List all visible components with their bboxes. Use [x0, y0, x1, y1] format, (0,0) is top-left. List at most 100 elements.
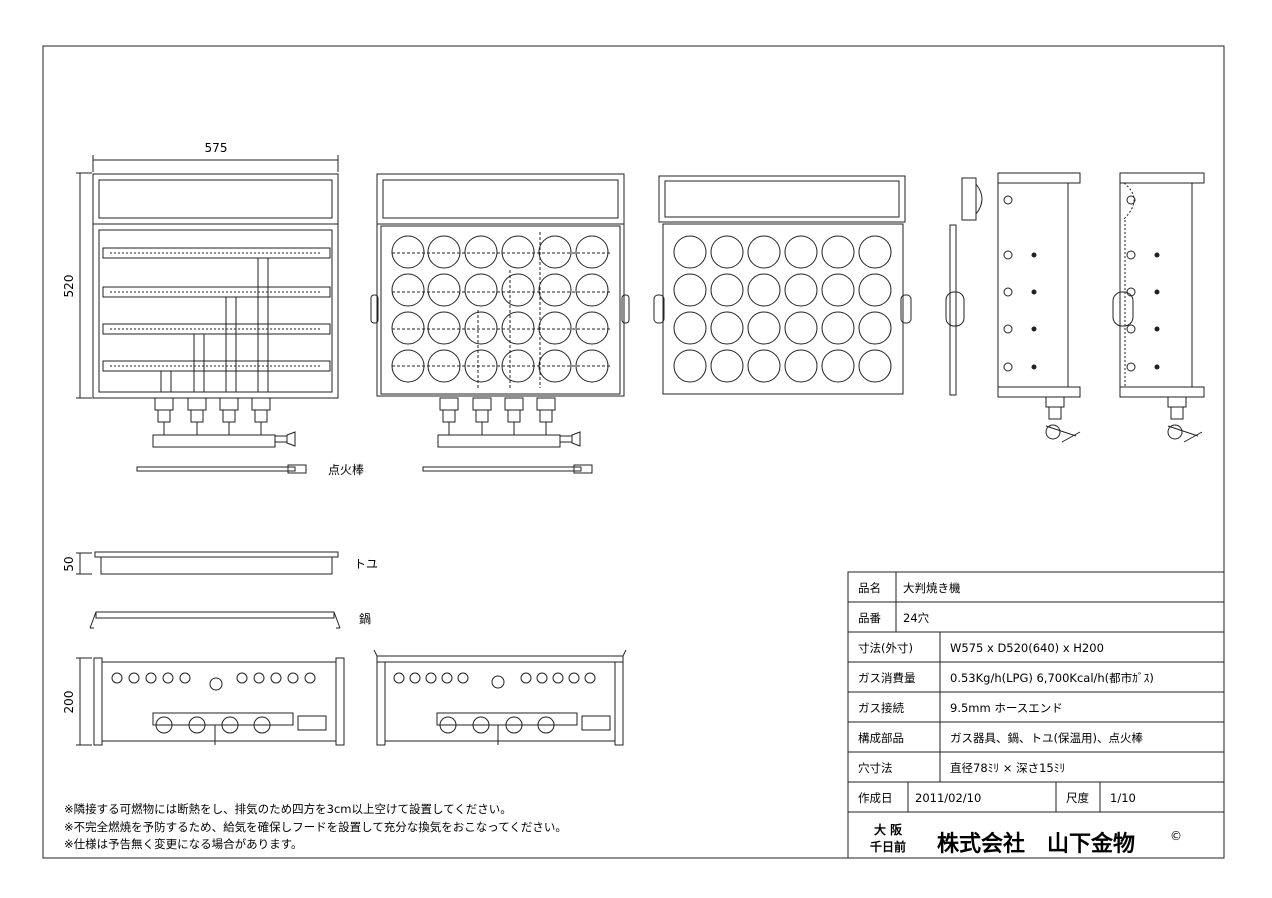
flame-port [1126, 195, 1136, 205]
tb-value-gas-consumption: 0.53Kg/h(LPG) 6,700Kcal/h(都市ｶﾞｽ) [950, 671, 1154, 685]
tb-value-number: 24穴 [903, 611, 930, 625]
tb-value-name: 大判焼き機 [903, 581, 961, 595]
flame-port [1003, 287, 1013, 297]
tb-value-hole-size: 直径78ﾐﾘ × 深さ15ﾐﾘ [950, 761, 1065, 775]
note-1: ※隣接する可燃物には断熱をし、排気のため四方を3cm以上空けて設置してください。 [64, 802, 512, 816]
front-view [76, 657, 345, 746]
mold-hole [464, 311, 498, 345]
mold-hole [501, 273, 535, 307]
pot-side-view [89, 611, 341, 629]
mold-hole [673, 311, 707, 345]
mold-hole [427, 235, 461, 269]
vent-hole [441, 672, 453, 684]
note-2: ※不完全燃焼を予防するため、給気を確保しフードを設置して充分な換気をおこなってく… [64, 820, 567, 834]
mold-hole [501, 311, 535, 345]
plan-view-with-pot [370, 173, 630, 474]
mold-hole [710, 349, 744, 383]
side-marks [1003, 195, 1160, 372]
burner-knob [188, 716, 206, 734]
flame-port [1126, 324, 1136, 334]
burner-dot [1154, 289, 1160, 295]
tb-label-dimensions: 寸法(外寸) [858, 641, 913, 655]
dim-tray-height: 50 [62, 556, 76, 571]
label-ignition-rod: 点火棒 [328, 463, 364, 477]
mold-hole [710, 311, 744, 345]
burner-dot [1031, 289, 1037, 295]
vent-hole [145, 672, 157, 684]
ignition-hole [209, 677, 223, 691]
tb-label-name: 品名 [858, 581, 881, 595]
tb-value-gas-connection: 9.5mm ホースエンド [950, 701, 1063, 715]
top-view-frame [76, 155, 339, 474]
mold-hole [858, 235, 892, 269]
flame-port [1003, 195, 1013, 205]
note-3: ※仕様は予告無く変更になる場合があります。 [64, 837, 302, 851]
mold-hole [784, 273, 818, 307]
tb-label-scale: 尺度 [1066, 791, 1089, 805]
mold-hole [464, 273, 498, 307]
mold-hole [710, 273, 744, 307]
tb-label-date: 作成日 [858, 791, 893, 805]
mold-hole [821, 349, 855, 383]
burner-dot [1031, 364, 1037, 370]
mold-hole [673, 349, 707, 383]
mold-hole [391, 349, 425, 383]
tray-view [76, 551, 339, 575]
mold-hole [858, 273, 892, 307]
mold-hole [747, 235, 781, 269]
mold-hole [784, 311, 818, 345]
pot-holes [673, 235, 892, 383]
mold-hole [784, 235, 818, 269]
vent-hole [111, 672, 123, 684]
mold-hole [575, 235, 609, 269]
label-tray: トユ [354, 557, 378, 571]
tb-value-scale: 1/10 [1110, 791, 1136, 805]
burner-dot [1154, 364, 1160, 370]
side-view-burner [997, 172, 1081, 443]
burner-knob [253, 716, 271, 734]
burner-knob [439, 716, 457, 734]
vent-hole [536, 672, 548, 684]
flame-port [1126, 362, 1136, 372]
dim-depth: 520 [62, 275, 76, 298]
mold-hole [821, 235, 855, 269]
dim-front-height: 200 [62, 691, 76, 714]
front-view-assembled [373, 649, 627, 746]
mold-hole [575, 311, 609, 345]
mold-hole [538, 349, 572, 383]
mold-hole [391, 311, 425, 345]
tb-label-gas-connection: ガス接続 [858, 701, 904, 715]
tb-value-date: 2011/02/10 [915, 791, 981, 805]
mold-hole [747, 273, 781, 307]
tb-label-hole-size: 穴寸法 [858, 761, 893, 775]
mold-hole [821, 273, 855, 307]
mold-hole [391, 273, 425, 307]
ignition-hole [491, 675, 505, 689]
burner-dot [1031, 252, 1037, 258]
vent-hole [584, 672, 596, 684]
mold-hole [747, 349, 781, 383]
burner-dot [1154, 252, 1160, 258]
tb-label-gas-consumption: ガス消費量 [858, 671, 916, 685]
mold-hole [784, 349, 818, 383]
vent-hole [162, 672, 174, 684]
mold-hole [427, 311, 461, 345]
label-pot: 鍋 [359, 611, 371, 626]
title-block-lines [847, 571, 1225, 859]
burner-knob [505, 716, 523, 734]
burner-knob [221, 716, 239, 734]
flame-port [1003, 362, 1013, 372]
vent-hole [270, 672, 282, 684]
mold-hole [538, 273, 572, 307]
flame-port [1003, 324, 1013, 334]
mold-hole [858, 311, 892, 345]
mold-hole [501, 235, 535, 269]
vent-hole [128, 672, 140, 684]
mold-hole [538, 311, 572, 345]
vent-hole [287, 672, 299, 684]
sheet-border [42, 45, 1225, 859]
burner-dot [1031, 326, 1037, 332]
front-holes [111, 672, 596, 734]
